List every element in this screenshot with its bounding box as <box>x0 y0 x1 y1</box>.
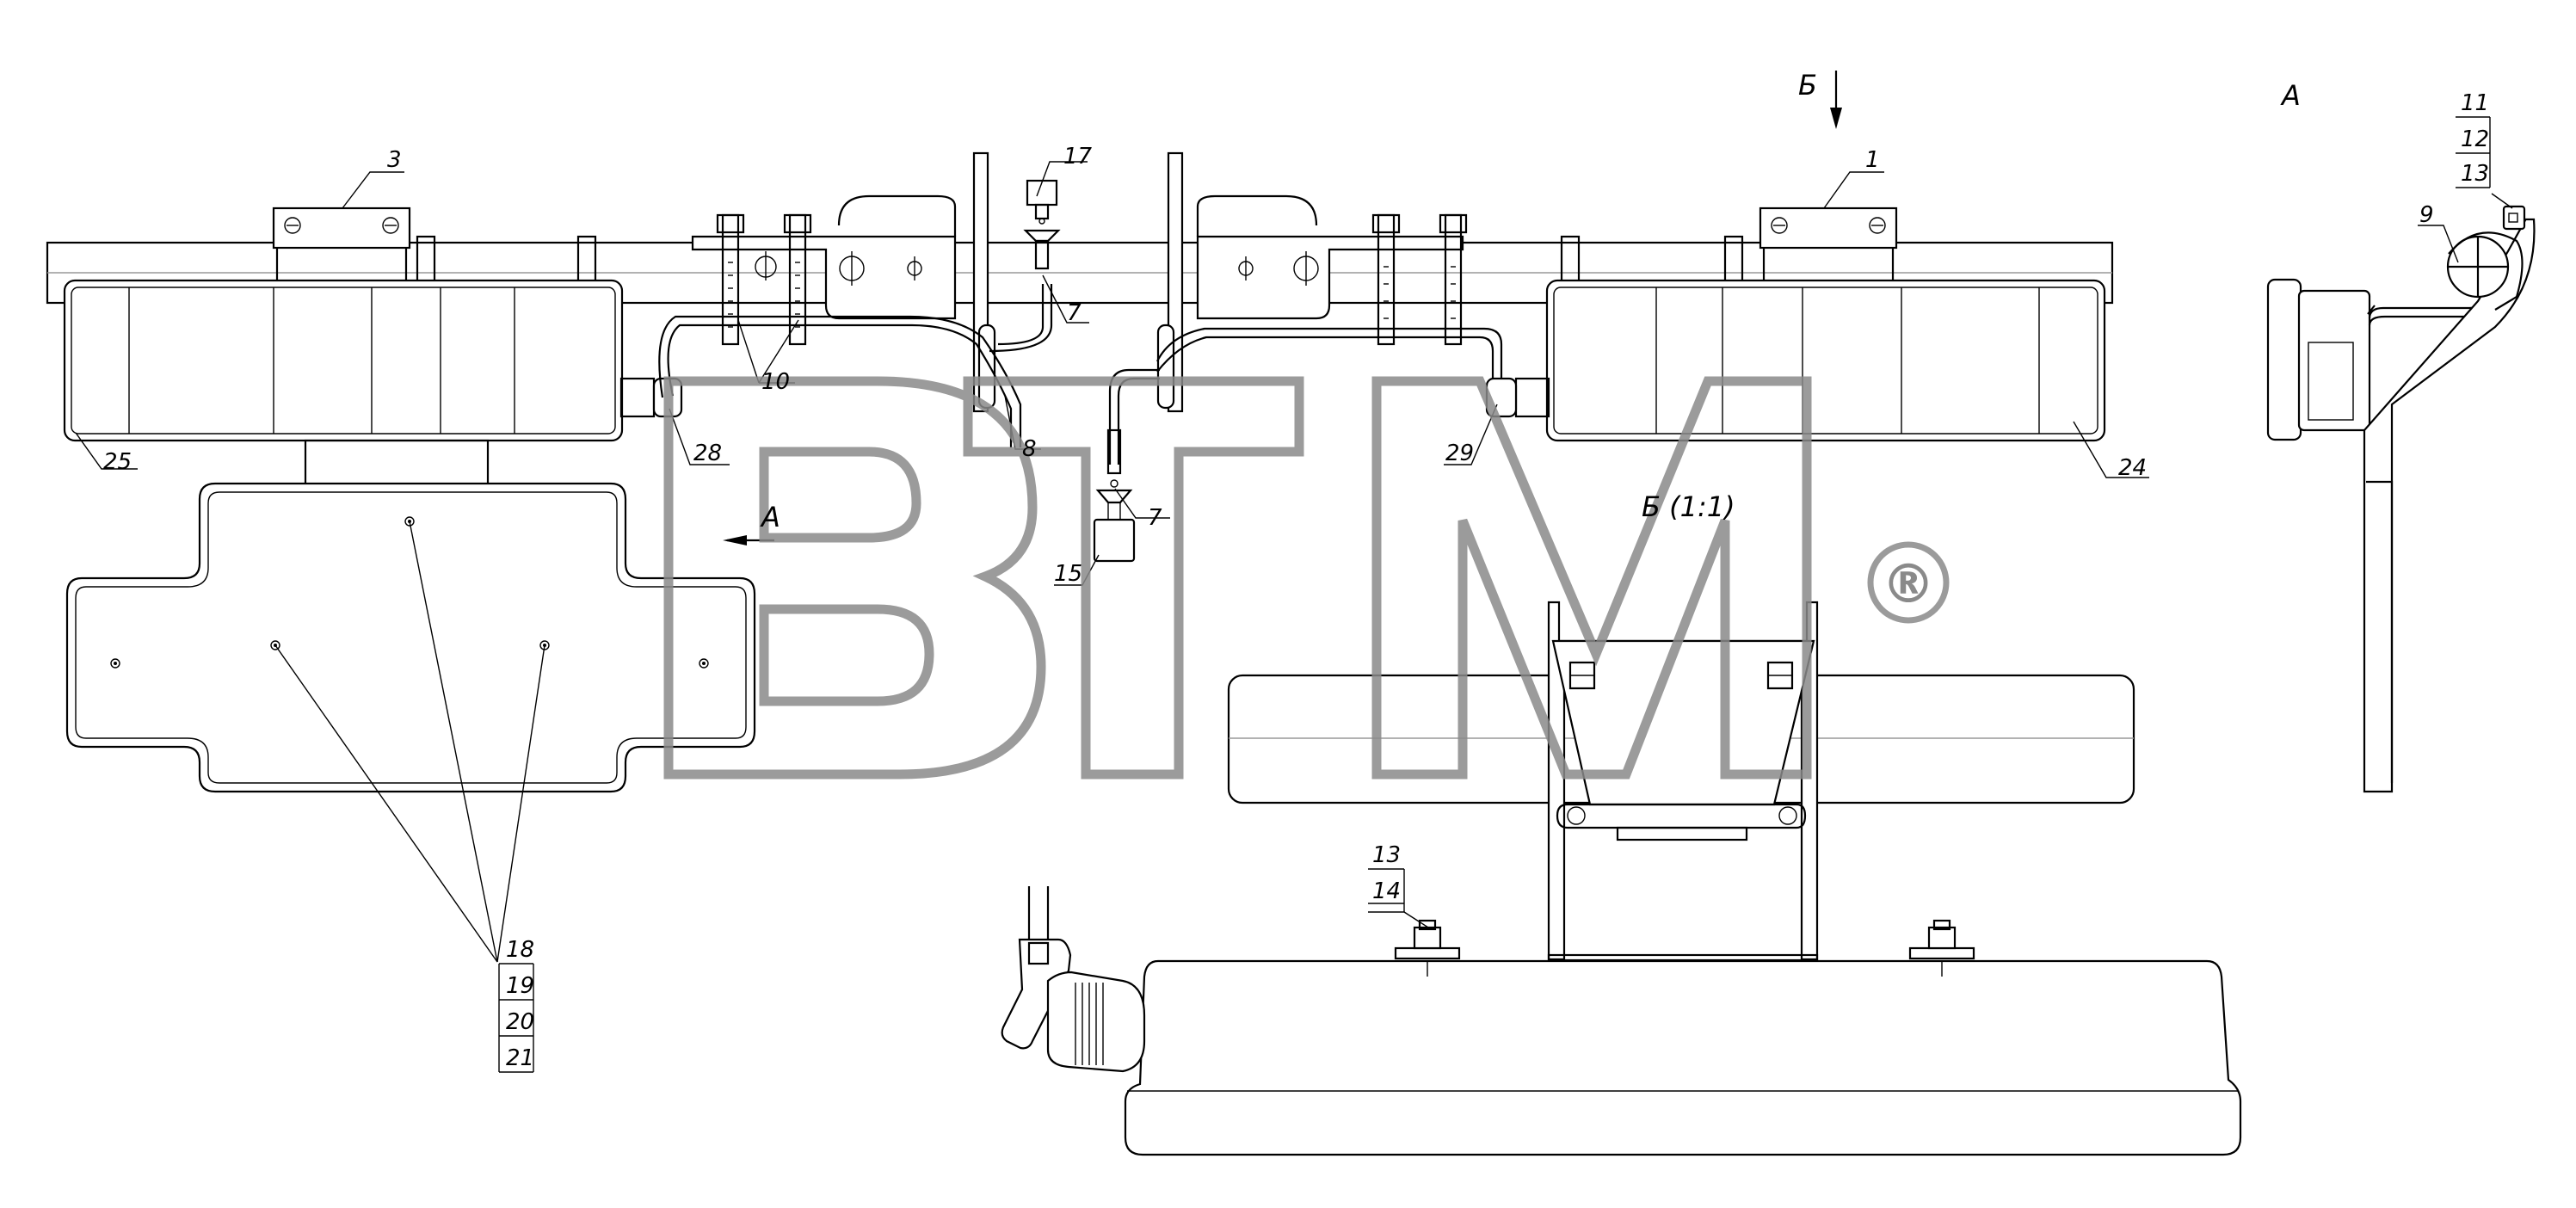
connector-15 <box>1093 428 1136 563</box>
right-clamps <box>1371 213 1468 346</box>
leader-lines <box>75 161 2513 963</box>
watermark-r: ® <box>1882 552 1935 615</box>
callout-25: 25 <box>103 449 132 475</box>
callout-15: 15 <box>1054 561 1082 587</box>
callout-7-bottom: 7 <box>1148 505 1162 531</box>
left-plate <box>65 439 756 793</box>
callout-9: 9 <box>2419 202 2434 228</box>
callout-20: 20 <box>506 1009 534 1035</box>
callout-13-view-a: 13 <box>2461 161 2489 187</box>
callout-13-view-b: 13 <box>1372 842 1401 868</box>
right-bracket-1 <box>1560 206 1898 283</box>
callout-11: 11 <box>2461 90 2489 116</box>
right-lamp-24 <box>1485 279 2106 442</box>
callout-3: 3 <box>387 147 402 173</box>
view-a-label: А <box>2280 79 2301 112</box>
callout-21: 21 <box>506 1045 534 1071</box>
callout-8: 8 <box>1022 436 1037 462</box>
view-b-detail <box>1001 601 2242 1156</box>
callout-18: 18 <box>506 937 534 963</box>
left-bracket-3 <box>272 206 597 283</box>
right-mount-bracket <box>1156 151 1464 413</box>
left-mount-bracket <box>691 151 996 413</box>
view-b-title: Б (1:1) <box>1642 490 1735 523</box>
callout-17: 17 <box>1063 144 1093 169</box>
left-clamps-10 <box>716 213 812 346</box>
callout-14: 14 <box>1372 878 1401 904</box>
view-b-label: Б <box>1798 69 1817 102</box>
callout-stacks <box>498 116 2491 1073</box>
watermark-logo <box>663 376 1950 780</box>
callout-28: 28 <box>693 441 722 466</box>
callout-19: 19 <box>506 973 534 999</box>
view-labels: Б А А Б (1:1) <box>760 69 2301 533</box>
callout-labels: 3 1 25 24 28 29 7 7 17 15 8 10 9 11 12 1… <box>103 90 2489 1071</box>
callout-1: 1 <box>1865 147 1880 173</box>
callout-24: 24 <box>2118 455 2147 481</box>
callout-7-top: 7 <box>1067 300 1082 326</box>
connector-17 <box>1023 179 1061 270</box>
callout-12: 12 <box>2461 126 2489 152</box>
left-lamp-25 <box>63 279 683 442</box>
view-a-side <box>2266 205 2536 793</box>
callout-10: 10 <box>761 369 790 395</box>
main-bar <box>46 241 2114 305</box>
view-a-arrow-label: А <box>760 501 780 533</box>
callout-29: 29 <box>1445 441 1474 466</box>
